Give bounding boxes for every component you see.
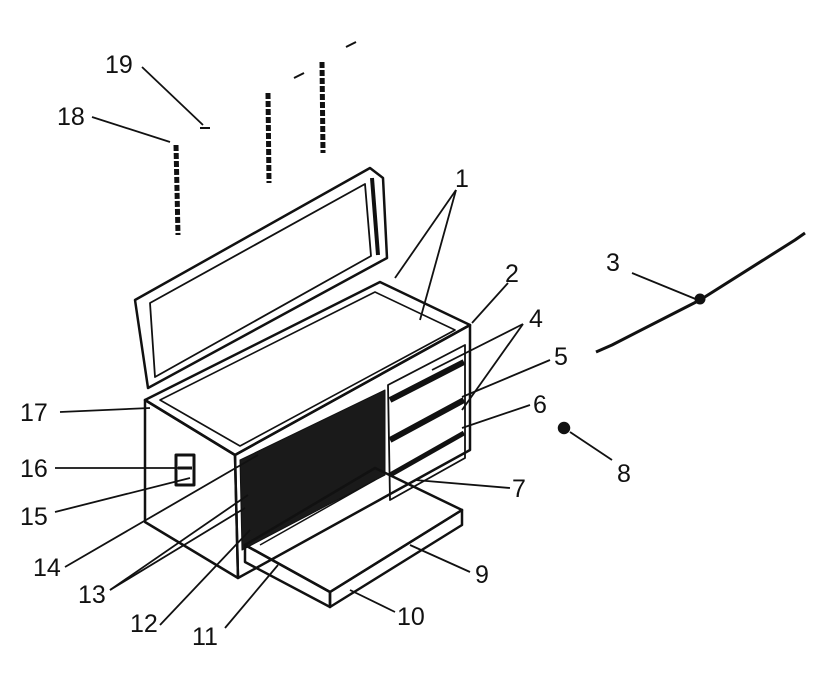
callout-2: 2: [505, 260, 519, 288]
callout-6: 6: [533, 391, 547, 419]
lid: [133, 166, 389, 390]
lid-stay-rod: [595, 231, 806, 354]
callout-13: 13: [78, 581, 106, 609]
bumper-dot: [557, 421, 571, 435]
callout-7: 7: [512, 475, 526, 503]
bottom-drawer: [243, 466, 464, 609]
side-handle: [174, 453, 196, 487]
slide-screws: [200, 41, 357, 129]
leader-lines: [54, 66, 699, 629]
drawer-slides: [173, 61, 326, 236]
chest-body: [143, 280, 472, 580]
callout-1: 1: [455, 165, 469, 193]
callout-11: 11: [192, 623, 218, 651]
callout-4: 4: [529, 305, 543, 333]
lid-hinge-strip: [370, 177, 380, 256]
callout-12: 12: [130, 610, 158, 638]
callout-17: 17: [20, 399, 48, 427]
callout-15: 15: [20, 503, 48, 531]
callout-10: 10: [397, 603, 425, 631]
callout-3: 3: [606, 249, 620, 277]
callout-16: 16: [20, 455, 48, 483]
callout-5: 5: [554, 343, 568, 371]
callout-19: 19: [105, 51, 133, 79]
callout-8: 8: [617, 460, 631, 488]
callout-9: 9: [475, 561, 489, 589]
callout-18: 18: [57, 103, 85, 131]
callout-14: 14: [33, 554, 61, 582]
